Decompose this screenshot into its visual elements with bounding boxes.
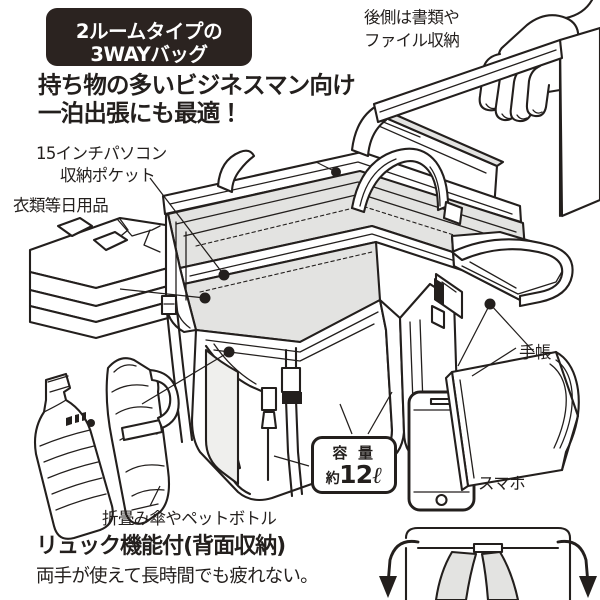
label-pc-pocket-line-2: 収納ポケット	[60, 166, 156, 185]
file-folder-icon	[372, 26, 600, 218]
lead-line-1: 持ち物の多いビジネスマン向け	[38, 71, 356, 99]
label-clothing: 衣類等日用品	[13, 196, 109, 215]
backpack-straps-icon	[404, 526, 572, 600]
callout-dot-icon	[223, 346, 235, 358]
notebook-icon	[444, 350, 580, 492]
label-rear-line-2: ファイル収納	[364, 31, 460, 50]
callout-dot-icon	[331, 167, 341, 177]
headline-badge: 2ルームタイプの 3WAYバッグ	[46, 8, 252, 66]
label-smartphone: スマホ	[478, 474, 526, 493]
arrow-down-right-icon	[556, 539, 597, 598]
capacity-unit: ℓ	[372, 462, 383, 489]
label-pc-pocket-line-1: 15インチパソコン	[36, 144, 167, 163]
footer-headline: リュック機能付(背面収納)	[36, 534, 286, 559]
capacity-number: 12	[339, 460, 373, 489]
callout-dot-icon	[199, 292, 211, 304]
badge-line-2: 3WAYバッグ	[90, 43, 208, 66]
label-umbrella-bottle: 折畳み傘やペットボトル	[102, 509, 277, 528]
callout-dot-icon	[484, 298, 496, 310]
water-bottle-icon	[33, 372, 114, 540]
capacity-approx: 約	[325, 471, 340, 487]
capacity-badge: 容 量 約12ℓ	[311, 436, 397, 494]
footer-subline: 両手が使えて長時間でも疲れない。	[36, 566, 319, 587]
folded-shirts-icon	[28, 216, 202, 340]
callout-dot-icon	[218, 269, 230, 281]
badge-line-1: 2ルームタイプの	[75, 20, 223, 43]
lead-line-2: 一泊出張にも最適！	[38, 99, 243, 127]
capacity-value: 約12ℓ	[314, 460, 394, 489]
arrow-down-left-icon	[379, 539, 420, 598]
label-notebook: 手帳	[519, 343, 551, 362]
callout-leaders	[119, 161, 535, 507]
capacity-label: 容 量	[332, 444, 376, 462]
label-rear-line-1: 後側は書類や	[364, 8, 460, 27]
folding-umbrella-icon	[105, 357, 180, 525]
